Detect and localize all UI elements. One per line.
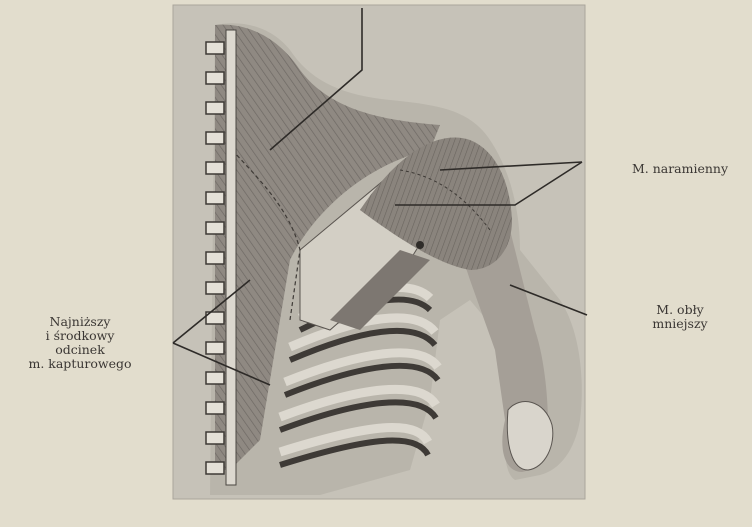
label-deltoid-line1: M. naramienny (610, 162, 750, 176)
label-trapezius-line4: m. kapturowego (0, 357, 160, 371)
label-trapezius-line3: odcinek (0, 343, 160, 357)
label-trapezius-line1: Najniższy (0, 315, 160, 329)
label-deltoid: M. naramienny (610, 162, 750, 176)
label-trapezius: Najniższy i środkowy odcinek m. kapturow… (0, 315, 160, 371)
label-teres-minor: M. obły mniejszy (615, 303, 745, 331)
label-trapezius-line2: i środkowy (0, 329, 160, 343)
label-teres-minor-line2: mniejszy (615, 317, 745, 331)
label-teres-minor-line1: M. obły (615, 303, 745, 317)
